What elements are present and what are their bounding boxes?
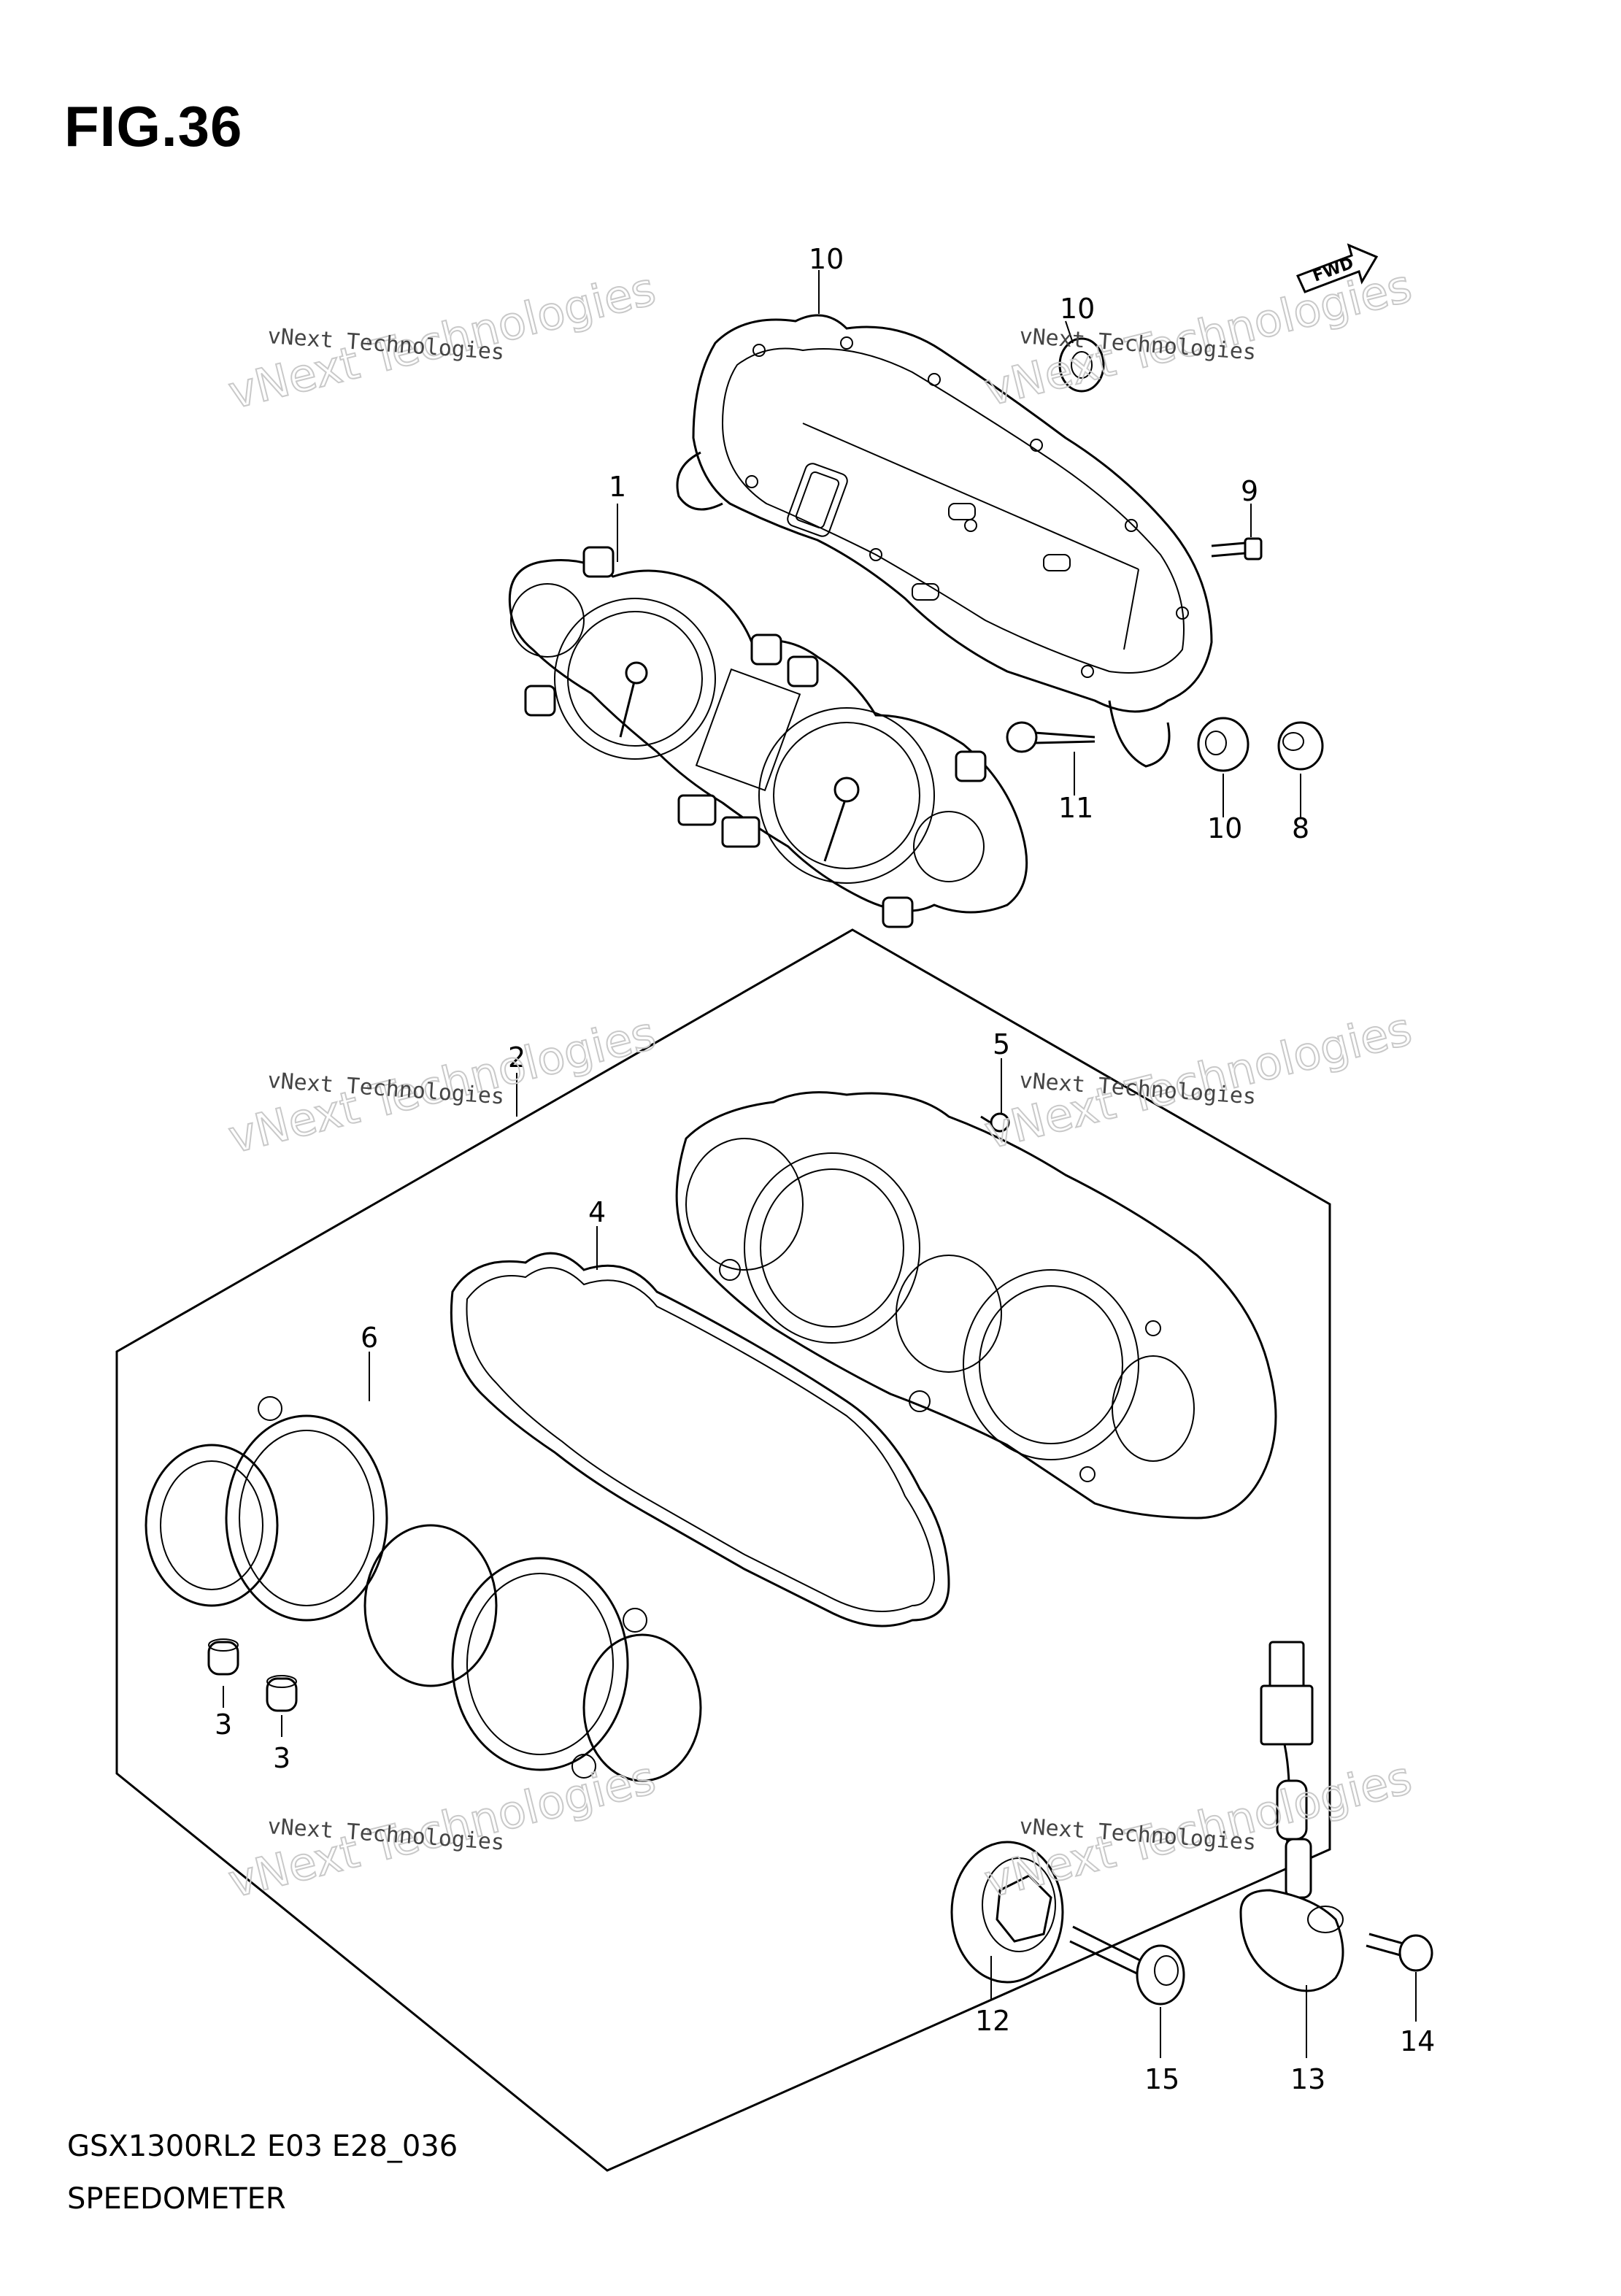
part-13-speed-sensor: [1239, 1641, 1344, 1992]
watermark-4: vNext Technologies vNext Technologies: [979, 1001, 1417, 1160]
callout-13: 13: [1290, 2063, 1325, 2095]
callout-2: 2: [508, 1041, 525, 1074]
section-name: SPEEDOMETER: [67, 2182, 286, 2216]
callout-3-right: 3: [273, 1742, 290, 1774]
part-5-screw: [980, 1112, 1010, 1133]
part-9-spacer: [1277, 721, 1324, 771]
leader-lines: [223, 270, 1417, 2058]
callout-9: 8: [1292, 812, 1309, 844]
callout-3-left: 3: [215, 1708, 232, 1741]
part-10-grommet-bottom: [1197, 717, 1250, 772]
part-1-meter-assembly: [508, 546, 1028, 928]
part-6-bezel: [145, 1396, 702, 1782]
part-3-bulb-left: [207, 1638, 239, 1676]
callout-5: 5: [993, 1028, 1010, 1060]
part-8-rear-case: [676, 314, 1213, 768]
part-12-sensor-rotor: [950, 1841, 1064, 1984]
part-3-bulb-right: [266, 1675, 298, 1712]
callout-1: 1: [609, 471, 626, 503]
watermark-6: vNext Technologies vNext Technologies: [979, 1750, 1417, 1909]
callout-10-top: 10: [1060, 293, 1095, 325]
callout-4: 4: [588, 1196, 606, 1228]
watermark-2: vNext Technologies vNext Technologies: [979, 258, 1417, 417]
watermark-3: vNext Technologies vNext Technologies: [223, 1006, 661, 1165]
callout-10-bottom: 10: [1207, 812, 1242, 844]
figure-title: FIG.36: [64, 94, 243, 158]
callout-8: 10: [809, 243, 844, 275]
part-7-screw: [1211, 537, 1263, 560]
callout-12: 12: [975, 2005, 1010, 2037]
part-4-gasket: [450, 1252, 950, 1627]
model-code: GSX1300RL2 E03 E28_036: [67, 2130, 458, 2163]
callout-14: 14: [1400, 2025, 1435, 2057]
callout-7: 9: [1241, 475, 1258, 507]
part-10-grommet-top: [1058, 337, 1105, 393]
callout-6: 6: [361, 1322, 378, 1354]
part-2-lens-case: [675, 1091, 1277, 1519]
part-11-screw: [1006, 721, 1096, 753]
part-15-bolt: [1069, 1925, 1185, 2006]
part-2-assembly-outline: [115, 928, 1331, 2172]
watermark-5: vNext Technologies vNext Technologies: [223, 1750, 661, 1909]
watermark-1: vNext Technologies vNext Technologies: [223, 261, 661, 420]
part-14-screw: [1366, 1933, 1433, 1972]
callout-15: 15: [1144, 2063, 1179, 2095]
callout-11: 11: [1058, 792, 1093, 824]
